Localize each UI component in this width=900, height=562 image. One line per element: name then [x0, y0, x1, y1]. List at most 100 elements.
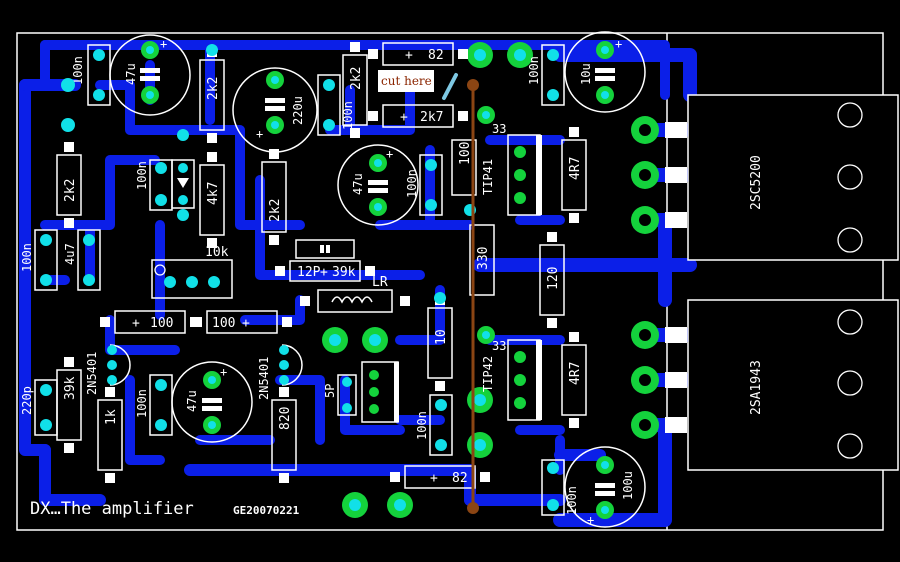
diode-d1	[171, 159, 195, 209]
component-label: 100n	[135, 161, 149, 190]
svg-text:+: +	[256, 127, 263, 141]
cap-4u7: 4u7	[63, 229, 101, 291]
svg-text:+: +	[320, 265, 328, 280]
capacitor-100u: 100u +	[564, 446, 646, 528]
resistor-2k7: +2k7	[368, 104, 468, 128]
board-code: GE20070221	[233, 504, 300, 517]
driver-tip41: TIP41 33	[481, 122, 542, 216]
component-label: LR	[372, 275, 388, 290]
component-label: 4u7	[63, 243, 77, 265]
resistor-2k2-d: 2k2	[56, 142, 82, 228]
via-pads	[61, 44, 495, 344]
component-label: 2N5401	[85, 352, 99, 395]
component-label: 100	[212, 316, 235, 331]
svg-text:+: +	[132, 316, 140, 331]
capacitor-10u: 10u +	[564, 31, 646, 113]
svg-text:+: +	[220, 365, 227, 379]
svg-text:+: +	[615, 37, 622, 51]
component-label: 47u	[351, 173, 365, 195]
power-transistor-npn: 2SC5200	[687, 94, 899, 261]
transistor-2n5401-a: 2N5401	[85, 344, 131, 395]
component-label: 2N5401	[257, 357, 271, 400]
capacitor-47u-c: 47u +	[171, 361, 253, 443]
component-label: 820	[278, 407, 293, 430]
cap-100n-h: 100n	[415, 394, 453, 456]
component-label: 5P	[323, 384, 337, 398]
component-label: 100n	[405, 169, 419, 198]
component-label: TIP42	[481, 356, 495, 392]
capacitor-47u-a: 47u +	[109, 34, 191, 116]
bias-transistor	[361, 361, 399, 423]
power-transistor-pnp: 2SA1943	[687, 299, 899, 471]
resistor-100-a: +100	[100, 310, 200, 334]
inductor-lr: LR	[300, 275, 410, 313]
cap-220p: 220p	[20, 379, 58, 436]
svg-text:+: +	[405, 48, 413, 63]
component-label: 100u	[621, 471, 635, 500]
resistor-1k: 1k	[97, 387, 123, 483]
svg-text:+: +	[160, 37, 167, 51]
resistor-120: 120	[539, 232, 565, 328]
component-label: 1k	[104, 409, 119, 425]
cap-100n-g: 100n	[135, 374, 173, 436]
component-label: 100n	[527, 56, 541, 85]
component-label: 2k7	[420, 110, 443, 125]
component-label: 330	[476, 247, 491, 270]
potentiometer-10k: 10k	[151, 245, 233, 299]
resistor-100-b: 100 +	[192, 310, 292, 334]
component-label: 39k	[332, 265, 356, 280]
component-label: 4k7	[206, 182, 221, 205]
cap-100n-f: 100n	[20, 229, 58, 291]
component-label: 100n	[415, 411, 429, 440]
component-label: TIP41	[481, 159, 495, 195]
component-label: 10	[434, 329, 449, 345]
label-2sc5200: 2SC5200	[749, 155, 764, 210]
copper-traces	[19, 40, 697, 527]
svg-text:+: +	[242, 316, 250, 331]
component-label: 100	[458, 142, 473, 165]
component-label: 82	[452, 471, 468, 486]
component-label: 2k2	[63, 179, 78, 202]
transistor-2n5401-b: 2N5401	[257, 344, 303, 400]
component-label: 12P	[297, 265, 321, 280]
component-label: 82	[428, 48, 444, 63]
cap-100n-e: 100n	[527, 44, 565, 106]
component-label: 120	[546, 267, 561, 290]
resistor-39k-vertical: 39k	[56, 357, 82, 453]
resistor-100-c: 100	[451, 139, 477, 196]
cap-100n-d: 100n	[405, 154, 443, 216]
cap-5p: 5P	[323, 374, 357, 416]
resistor-4r7-a: 4R7	[561, 127, 587, 223]
cut-here-label: cut here	[381, 74, 432, 88]
component-label: 100n	[71, 56, 85, 85]
component-label: 100n	[135, 389, 149, 418]
driver-tip42: TIP42 33	[481, 339, 542, 421]
cap-100n-a: 100n	[71, 44, 111, 106]
component-label: 39k	[63, 376, 78, 400]
component-label: 47u	[124, 63, 138, 85]
component-label: 100	[150, 316, 173, 331]
board-outline	[16, 32, 884, 531]
component-label: 100n	[341, 101, 355, 130]
cut-here-note: cut here	[378, 70, 458, 100]
component-label: 33	[492, 339, 506, 353]
svg-text:+: +	[430, 471, 438, 486]
resistor-820: 820	[271, 387, 297, 483]
power-pads	[631, 116, 687, 439]
svg-text:+: +	[587, 513, 594, 527]
resistor-82-bottom: +82	[390, 465, 490, 489]
component-label: 100n	[565, 486, 579, 515]
component-label: 4R7	[568, 157, 583, 180]
component-label: 2k2	[349, 67, 364, 90]
svg-text:+: +	[386, 147, 393, 161]
board-title: DX…The amplifier	[30, 499, 194, 519]
cap-100n-c: 100n	[317, 74, 355, 136]
component-label: 33	[492, 122, 506, 136]
component-label: 2k2	[206, 77, 221, 100]
resistor-4k7: 4k7	[199, 152, 225, 248]
capacitor-12p-film	[295, 239, 355, 259]
capacitor-47u-b: 47u +	[337, 144, 419, 226]
component-label: 10k	[205, 245, 229, 260]
resistor-82-top: +82	[368, 42, 468, 66]
